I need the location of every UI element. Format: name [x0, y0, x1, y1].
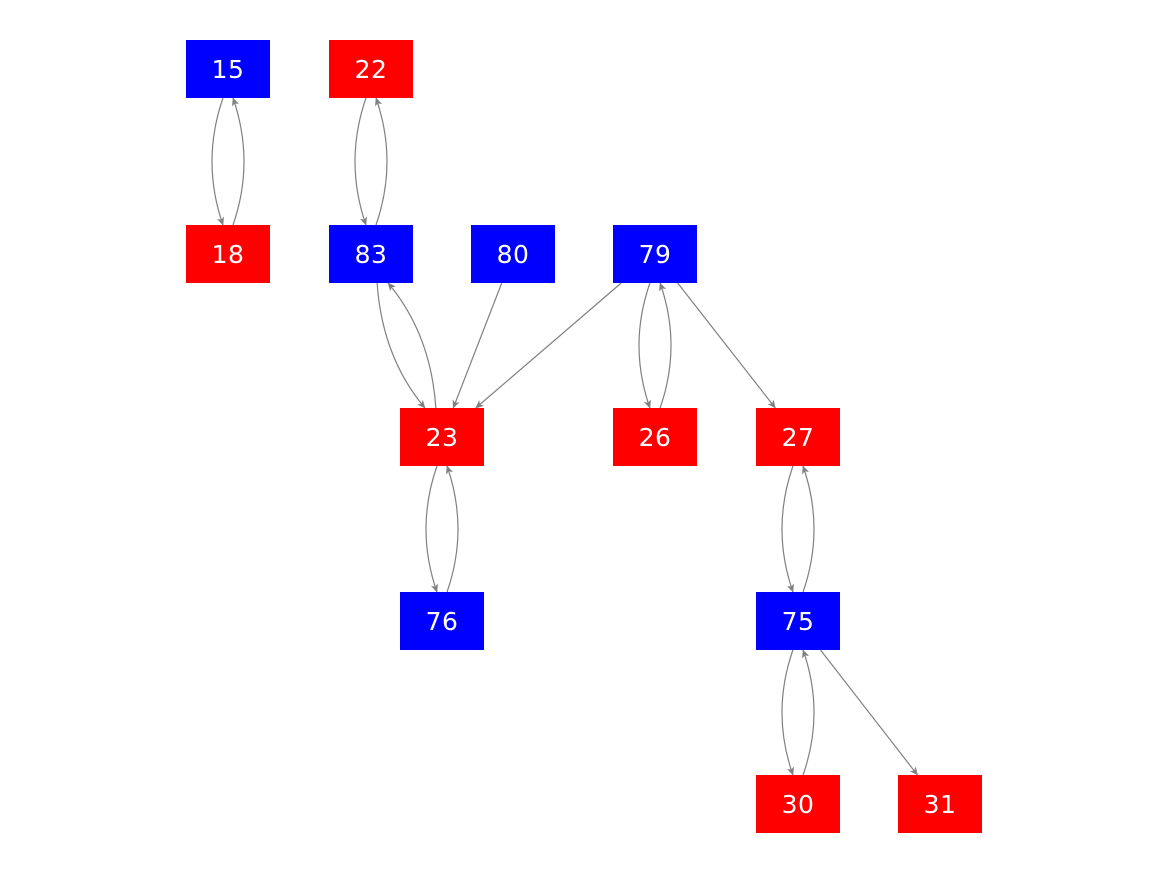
graph-edge-23-to-83 [387, 282, 437, 409]
graph-edge-75-to-27 [802, 465, 815, 593]
graph-node-label: 75 [781, 606, 815, 636]
graph-node-label: 22 [354, 54, 388, 84]
graph-edge-75-to-31 [820, 649, 918, 776]
graph-node-label: 23 [425, 422, 459, 452]
graph-edge-23-to-76 [425, 465, 438, 593]
graph-edge-18-to-15 [232, 97, 245, 226]
graph-node-label: 30 [781, 789, 815, 819]
graph-node-27[interactable]: 27 [756, 408, 840, 466]
graph-edge-79-to-26 [638, 282, 651, 409]
graph-edge-30-to-75 [802, 649, 815, 776]
graph-edge-22-to-83 [354, 97, 367, 226]
graph-node-15[interactable]: 15 [186, 40, 270, 98]
graph-node-23[interactable]: 23 [400, 408, 484, 466]
graph-node-label: 76 [425, 606, 459, 636]
graph-node-label: 26 [638, 422, 672, 452]
graph-node-76[interactable]: 76 [400, 592, 484, 650]
graph-edge-79-to-27 [677, 282, 776, 409]
graph-node-30[interactable]: 30 [756, 775, 840, 833]
graph-node-26[interactable]: 26 [613, 408, 697, 466]
graph-node-31[interactable]: 31 [898, 775, 982, 833]
graph-node-83[interactable]: 83 [329, 225, 413, 283]
graph-node-79[interactable]: 79 [613, 225, 697, 283]
graph-node-label: 79 [638, 239, 672, 269]
graph-node-label: 80 [496, 239, 530, 269]
graph-node-18[interactable]: 18 [186, 225, 270, 283]
graph-node-75[interactable]: 75 [756, 592, 840, 650]
graph-node-label: 18 [211, 239, 245, 269]
graph-node-80[interactable]: 80 [471, 225, 555, 283]
graph-node-label: 27 [781, 422, 815, 452]
graph-edge-80-to-23 [452, 282, 503, 409]
graph-node-label: 83 [354, 239, 388, 269]
graph-edge-83-to-22 [375, 97, 388, 226]
graph-edge-27-to-75 [781, 465, 794, 593]
graph-node-label: 31 [923, 789, 957, 819]
graph-edge-15-to-18 [211, 97, 224, 226]
graph-edge-76-to-23 [446, 465, 459, 593]
graph-node-22[interactable]: 22 [329, 40, 413, 98]
graph-edge-83-to-23 [376, 282, 426, 409]
graph-node-label: 15 [211, 54, 245, 84]
graph-edge-75-to-30 [781, 649, 794, 776]
graph-edge-26-to-79 [659, 282, 672, 409]
graph-edge-79-to-23 [475, 282, 622, 409]
